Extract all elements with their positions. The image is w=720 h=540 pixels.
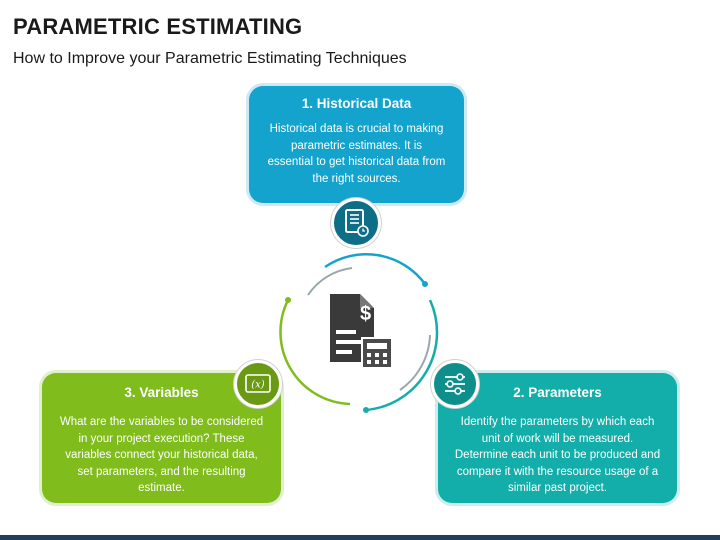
cycle-ring — [279, 253, 439, 413]
svg-text:$: $ — [360, 303, 371, 325]
card-body: Historical data is crucial to making par… — [267, 123, 446, 185]
card-body: What are the variables to be considered … — [59, 416, 264, 495]
invoice-calculator-icon: $ — [330, 294, 393, 369]
svg-text:(x): (x) — [251, 380, 265, 391]
card-heading: 2. Parameters — [513, 385, 602, 400]
card-heading: 1. Historical Data — [301, 96, 412, 111]
page-subtitle: How to Improve your Parametric Estimatin… — [13, 50, 407, 67]
bottom-bar — [0, 535, 720, 540]
page-title: PARAMETRIC ESTIMATING — [13, 14, 303, 39]
document-clock-icon — [331, 198, 381, 248]
card-parameters: 2. Parameters Identify the parameters by… — [438, 373, 677, 503]
variable-x-icon: (x) — [234, 360, 282, 408]
sliders-icon — [431, 360, 479, 408]
card-body: Identify the parameters by which each un… — [454, 416, 661, 495]
card-heading: 3. Variables — [124, 385, 199, 400]
card-historical-data: 1. Historical Data Historical data is cr… — [249, 86, 464, 203]
